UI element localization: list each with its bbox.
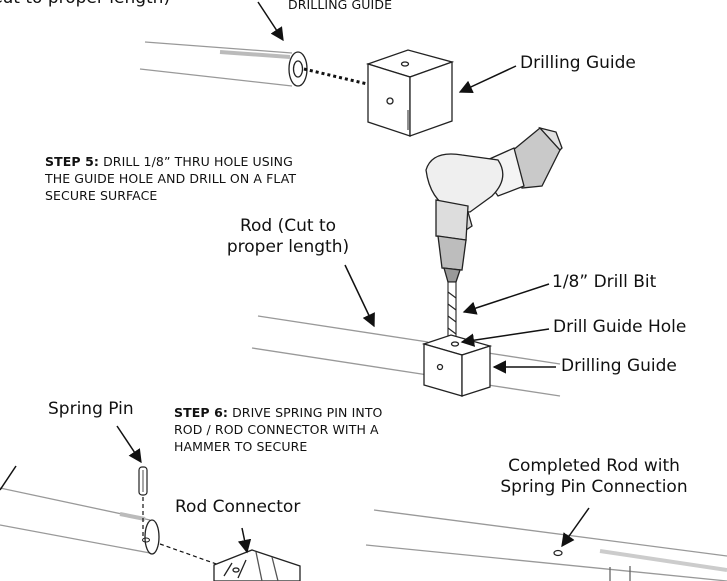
step6-text-line2: ROD / ROD CONNECTOR WITH A xyxy=(174,422,379,437)
completed-rod-label: Completed Rod with Spring Pin Connection xyxy=(495,456,693,498)
completed-rod-label-line1: Completed Rod with xyxy=(508,456,680,476)
step5-rod-label-line2: proper length) xyxy=(226,237,350,257)
step6-rod-hole xyxy=(142,537,150,543)
rod-label-pointer xyxy=(344,264,375,328)
step6-text-line3: HAMMER TO SECURE xyxy=(174,439,308,454)
top-drilling-guide xyxy=(365,49,455,137)
step5-text-line2: THE GUIDE HOLE AND DRILL ON A FLAT xyxy=(45,171,297,186)
top-label-pointer xyxy=(257,1,284,42)
step5-text-line3: SECURE SURFACE xyxy=(45,188,158,203)
left-partial-pointer xyxy=(0,465,17,491)
rod-connector-label: Rod Connector xyxy=(175,497,301,517)
step5-rod xyxy=(251,315,561,397)
guide-hole-pointer xyxy=(460,328,550,347)
drill-guide-hole-label: Drill Guide Hole xyxy=(553,317,687,337)
connector-guide-line xyxy=(159,543,223,567)
spring-pin-label: Spring Pin xyxy=(48,399,134,419)
completed-rod xyxy=(365,509,727,581)
step5-step-label: STEP 5: xyxy=(45,154,99,169)
step5-instructions: STEP 5: DRILL 1/8” THRU HOLE USING THE G… xyxy=(45,153,296,204)
step5-drilling-guide xyxy=(421,334,493,397)
step5-text-line1: DRILL 1/8” THRU HOLE USING xyxy=(103,154,293,169)
rod-connector xyxy=(213,549,301,581)
step5-rod-label: Rod (Cut to proper length) xyxy=(200,216,376,258)
step6-instructions: STEP 6: DRIVE SPRING PIN INTO ROD / ROD … xyxy=(174,404,383,455)
top-drilling-guide-label: Drilling Guide xyxy=(520,53,636,73)
drill-bit-pointer xyxy=(462,283,550,315)
top-partial-caption: DRILLING GUIDE xyxy=(288,0,393,12)
spring-pin xyxy=(138,466,148,496)
top-partial-label: (Cut to proper length) xyxy=(0,0,170,9)
top-rod xyxy=(139,41,308,87)
step6-rod-end xyxy=(144,519,160,555)
step6-step-label: STEP 6: xyxy=(174,405,228,420)
completed-rod-pin-hole xyxy=(553,549,563,557)
top-guide-pointer xyxy=(458,65,517,94)
drill-bit-label: 1/8” Drill Bit xyxy=(552,272,657,292)
drill-bit xyxy=(447,281,457,341)
rod-connector-pointer xyxy=(237,527,252,554)
drill-illustration xyxy=(425,126,563,283)
step6-rod xyxy=(0,487,151,554)
top-rod-dotted-path xyxy=(303,67,381,89)
step5-drilling-guide-label: Drilling Guide xyxy=(561,356,677,376)
completed-rod-pointer xyxy=(561,507,590,548)
completed-rod-label-line2: Spring Pin Connection xyxy=(500,477,688,497)
step5-rod-label-line1: Rod (Cut to xyxy=(239,216,337,236)
step6-text-line1: DRIVE SPRING PIN INTO xyxy=(232,405,383,420)
spring-pin-pointer xyxy=(116,425,142,464)
